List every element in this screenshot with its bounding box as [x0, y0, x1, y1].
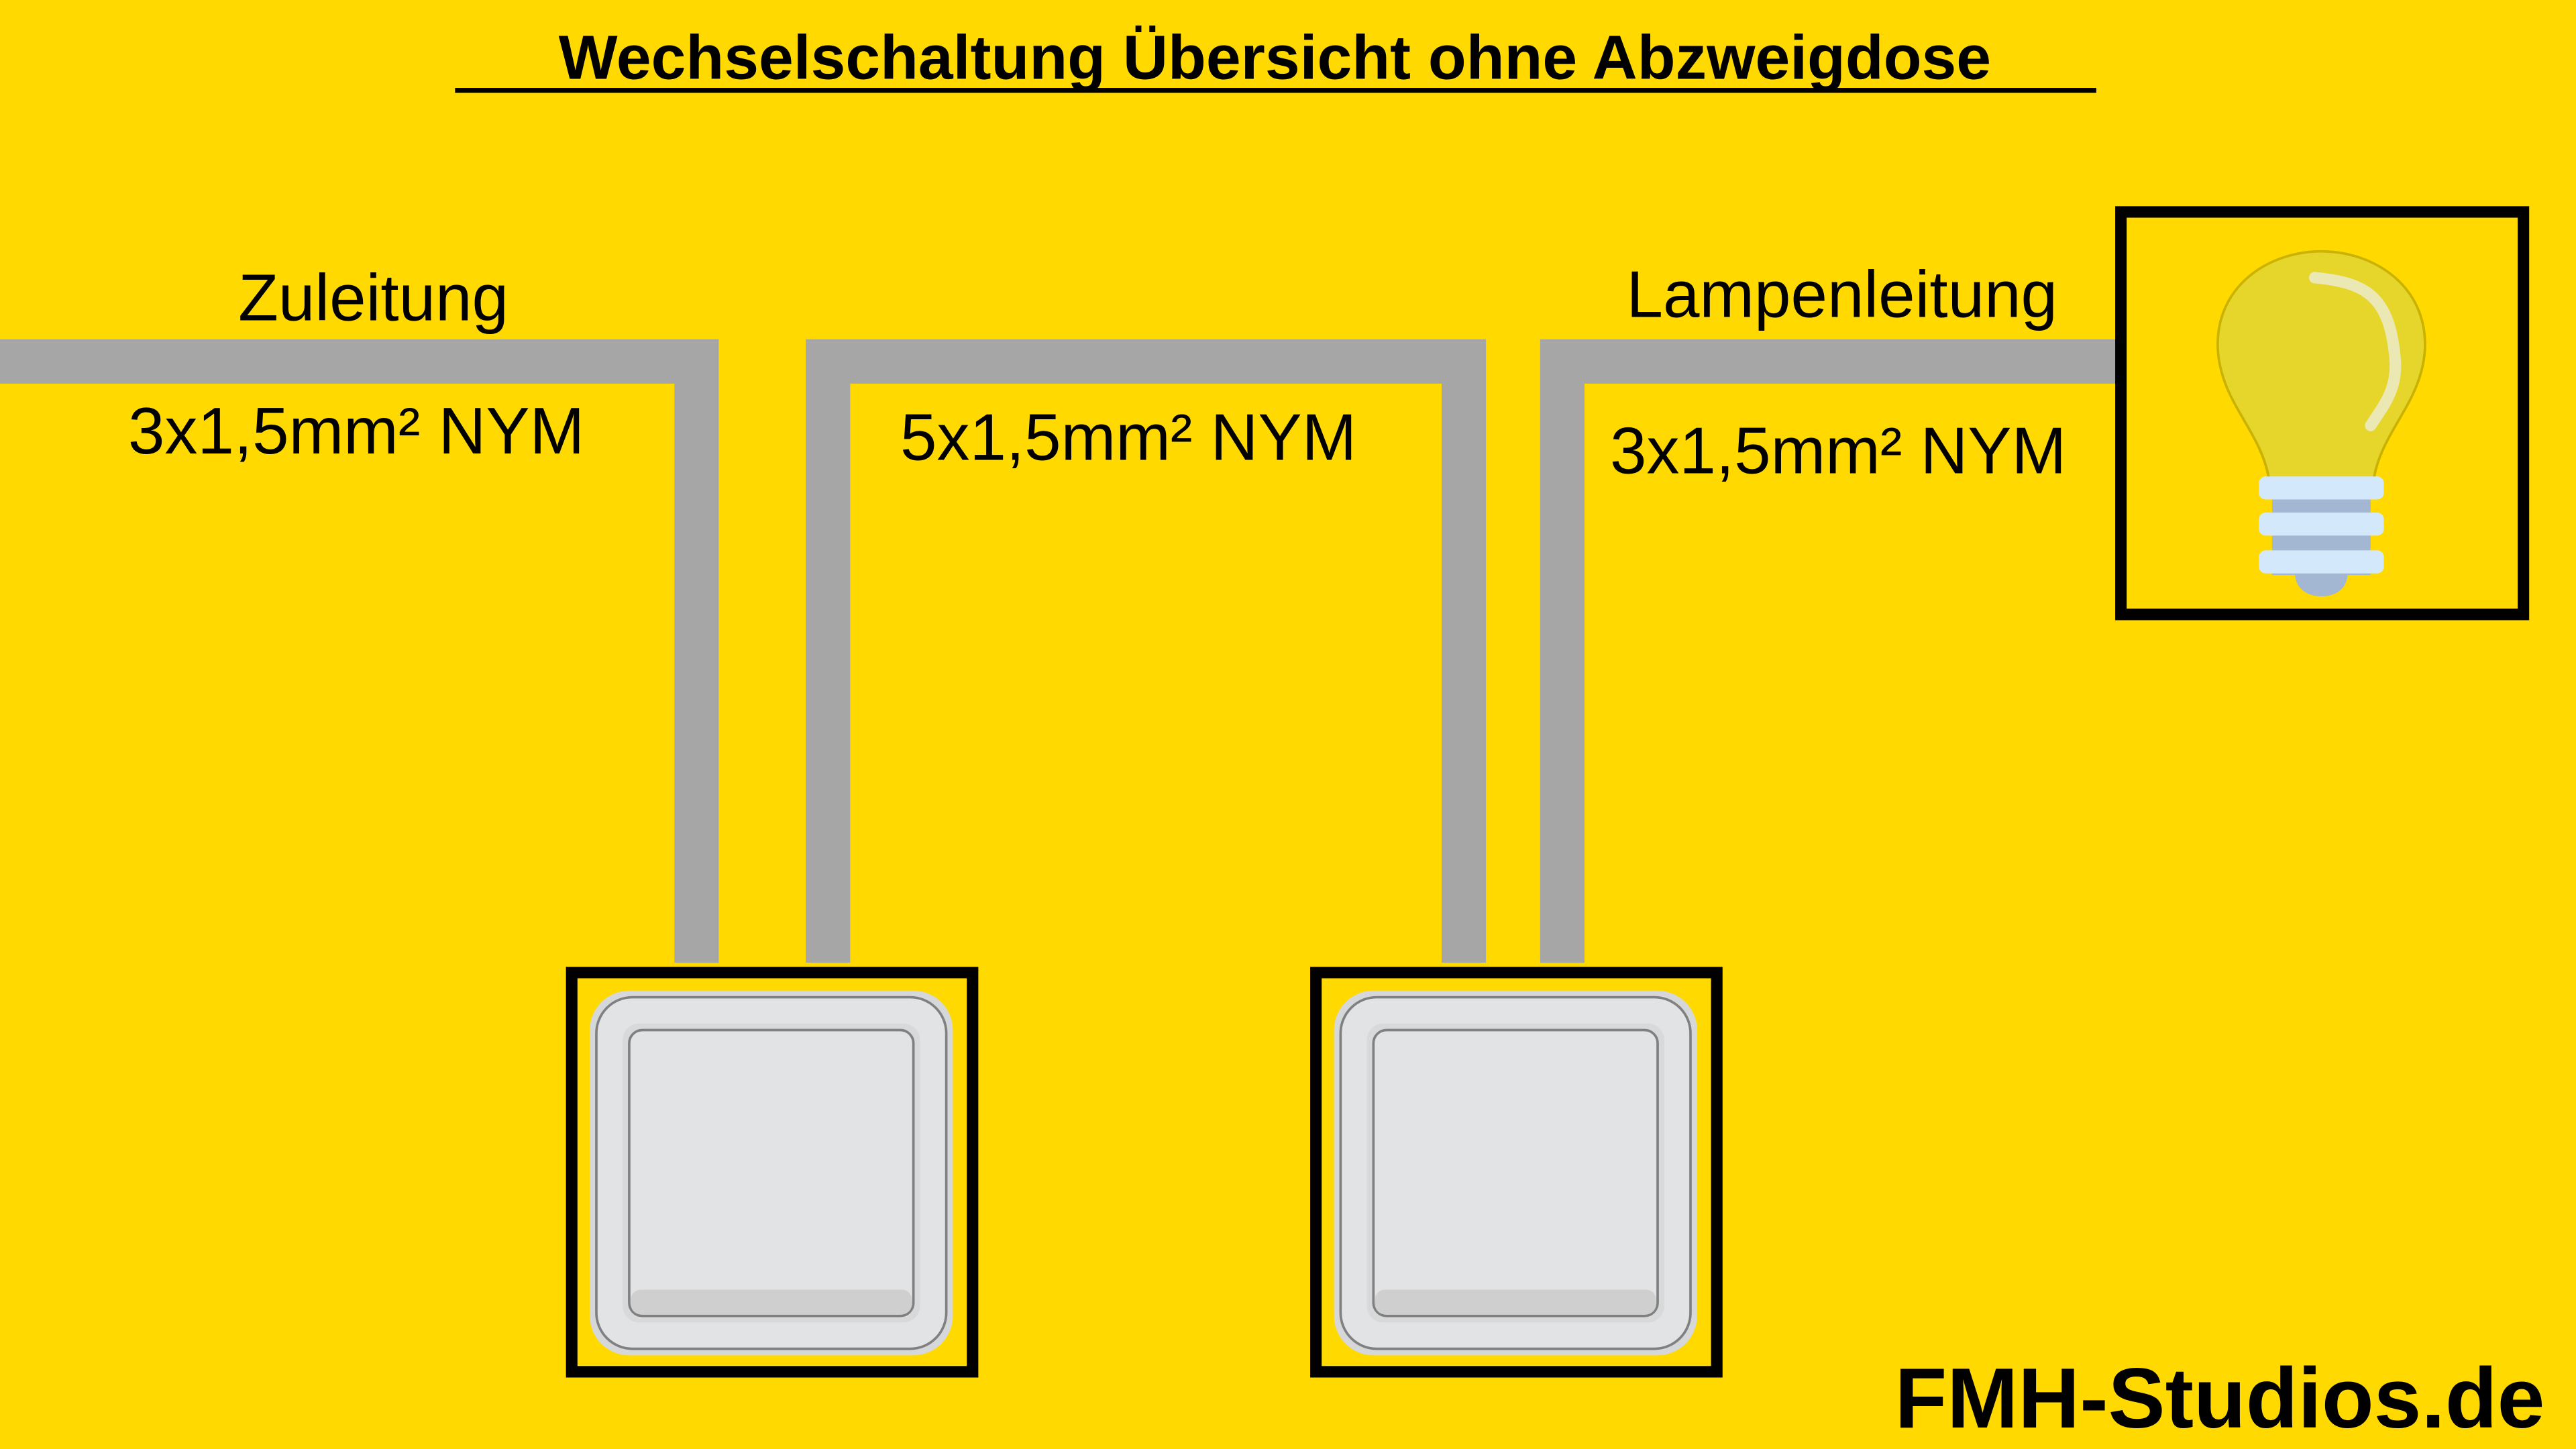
- cable-spec-zuleitung: 3x1,5mm² NYM: [128, 394, 584, 468]
- cable-spec-lampenleitung: 3x1,5mm² NYM: [1610, 413, 2066, 487]
- cable-spec-middle: 5x1,5mm² NYM: [900, 400, 1356, 474]
- lamp: [2115, 206, 2530, 621]
- cable-lampenleitung: [1540, 339, 2116, 963]
- switch-1: [566, 967, 979, 1378]
- cable-5-core: [806, 339, 1487, 963]
- switch-2: [1310, 967, 1723, 1378]
- switch-icon: [1334, 990, 1697, 1356]
- switch-icon: [590, 990, 953, 1356]
- cable-label-lampenleitung: Lampenleitung: [1626, 258, 2057, 331]
- title: Wechselschaltung Übersicht ohne Abzweigd…: [559, 23, 1991, 93]
- brand-text: FMH-Studios.de: [1894, 1350, 2544, 1446]
- light-bulb-icon: [2216, 250, 2426, 596]
- cable-zuleitung: [0, 339, 719, 963]
- cable-label-zuleitung: Zuleitung: [238, 261, 508, 335]
